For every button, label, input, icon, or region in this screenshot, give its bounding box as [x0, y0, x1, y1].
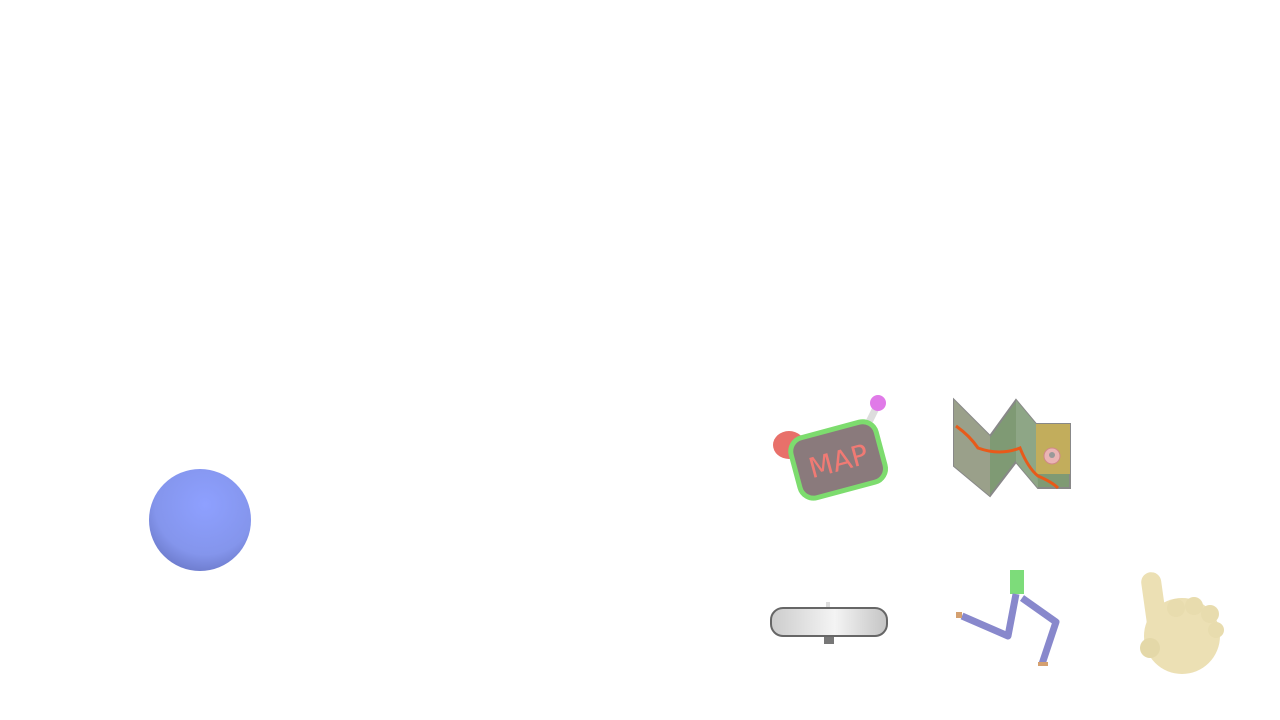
- pointing-hand-icon: [1140, 572, 1224, 674]
- walking-legs-icon: [956, 570, 1060, 666]
- sphere-icon: [149, 469, 251, 571]
- walking-legs[interactable]: [952, 566, 1064, 670]
- map-sign[interactable]: MAP: [768, 392, 892, 506]
- folded-map-icon: [953, 397, 1071, 498]
- folded-map[interactable]: [950, 396, 1074, 498]
- mirror-icon: [770, 602, 888, 644]
- blue-ball[interactable]: [148, 468, 254, 574]
- rearview-mirror[interactable]: [768, 600, 892, 646]
- pointing-hand[interactable]: [1136, 568, 1230, 680]
- map-sign-icon: MAP: [773, 395, 889, 501]
